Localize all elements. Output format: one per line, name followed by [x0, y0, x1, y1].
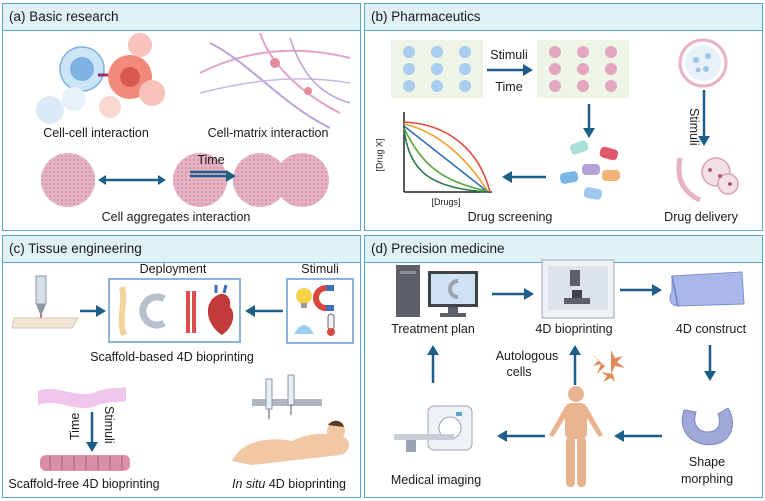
- dose-response-chart: [403, 112, 492, 193]
- plan-to-print-arrow: [492, 288, 534, 300]
- drug-carrier: [678, 38, 728, 88]
- cell-matrix-illustration: [199, 32, 351, 129]
- panel-title: (c) Tissue engineering: [9, 241, 142, 256]
- construct-sheet: [669, 271, 745, 307]
- cells-illustration: [591, 350, 625, 382]
- stimuli-vertical-label: Stimuli: [687, 108, 701, 146]
- left-arrow: [502, 171, 546, 183]
- aggregates-illustration: [41, 153, 329, 207]
- delivery-arrow: [698, 90, 710, 146]
- imaging-to-plan-arrow: [427, 345, 439, 383]
- aggregates-label: Cell aggregates interaction: [101, 210, 251, 224]
- y-axis-label: [Drug X]: [374, 138, 385, 172]
- human-body: [549, 386, 603, 487]
- bioprinter-nozzle: [11, 275, 79, 329]
- time-label: Time: [495, 80, 523, 94]
- construct-to-shape-arrow: [704, 345, 716, 381]
- drug-delivery-label: Drug delivery: [664, 210, 738, 224]
- cell-cell-label: Cell-cell interaction: [43, 126, 149, 140]
- stimuli-label: Stimuli: [490, 48, 528, 62]
- scaffold-shapes: [118, 284, 234, 337]
- cell-matrix-label: Cell-matrix interaction: [207, 126, 329, 140]
- ct-scanner-illustration: [394, 405, 473, 452]
- stimuli-time-arrow: [487, 64, 533, 76]
- panel-header: (a) Basic research: [3, 4, 360, 31]
- stimuli-icons: [294, 285, 335, 336]
- construct-label: 4D construct: [675, 322, 747, 336]
- autologous-label-2: cells: [506, 365, 532, 379]
- scaffold-free-top: [38, 387, 126, 409]
- bioprinting-label: 4D bioprinting: [535, 322, 613, 336]
- deployment-box: [108, 278, 241, 343]
- bioprinter-icon: [541, 259, 615, 319]
- time-label: Time: [197, 153, 225, 167]
- stimuli-label: Stimuli: [301, 262, 339, 276]
- shape-morphing-illustration: [681, 407, 733, 446]
- in-situ-italic: In situ: [232, 477, 266, 491]
- x-axis-label: [Drugs]: [431, 197, 461, 207]
- in-situ-illustration: [232, 374, 349, 465]
- print-to-construct-arrow: [620, 284, 662, 296]
- panel-title: (b) Pharmaceutics: [371, 9, 481, 24]
- tissue-delivery-illustration: [676, 157, 739, 203]
- in-situ-label: In situ 4D bioprinting: [232, 477, 346, 491]
- in-situ-rest: 4D bioprinting: [265, 477, 346, 491]
- panel-header: (c) Tissue engineering: [3, 236, 360, 263]
- shape-label-1: Shape: [688, 455, 726, 469]
- well-plate-pink: [537, 40, 629, 98]
- stimuli-vertical-label: Stimuli: [102, 406, 116, 444]
- panel-basic-research: (a) Basic research: [2, 3, 361, 231]
- scaffold-based-label: Scaffold-based 4D bioprinting: [90, 350, 254, 364]
- shape-label-2: morphing: [680, 472, 734, 486]
- deploy-arrow: [80, 305, 106, 317]
- down-arrow: [583, 104, 595, 138]
- deployment-label: Deployment: [139, 262, 207, 276]
- drug-screening-label: Drug screening: [467, 210, 553, 224]
- medical-imaging-label: Medical imaging: [390, 473, 482, 487]
- autologous-label-1: Autologous: [495, 349, 559, 363]
- scaffold-free-arrow: [86, 412, 98, 452]
- panel-header: (b) Pharmaceutics: [365, 4, 762, 31]
- shape-to-body-arrow: [614, 430, 662, 442]
- time-arrow: [190, 170, 236, 182]
- body-to-print-arrow: [569, 345, 581, 385]
- computer-icon: [396, 265, 478, 317]
- well-plate-blue: [391, 40, 483, 98]
- drug-capsules: [559, 140, 620, 200]
- cell-cell-illustration: [36, 33, 165, 124]
- treatment-plan-label: Treatment plan: [391, 322, 475, 336]
- panel-pharmaceutics: (b) Pharmaceutics: [364, 3, 763, 231]
- scaffold-free-label: Scaffold-free 4D bioprinting: [8, 477, 160, 491]
- body-to-imaging-arrow: [497, 430, 545, 442]
- scaffold-free-tube: [40, 455, 130, 471]
- panel-title: (a) Basic research: [9, 9, 119, 24]
- panel-tissue-engineering: (c) Tissue engineering: [2, 235, 361, 498]
- stimuli-back-arrow: [245, 305, 283, 317]
- stimuli-box: [286, 278, 354, 344]
- panel-title: (d) Precision medicine: [371, 241, 505, 256]
- time-vertical-label: Time: [68, 412, 82, 440]
